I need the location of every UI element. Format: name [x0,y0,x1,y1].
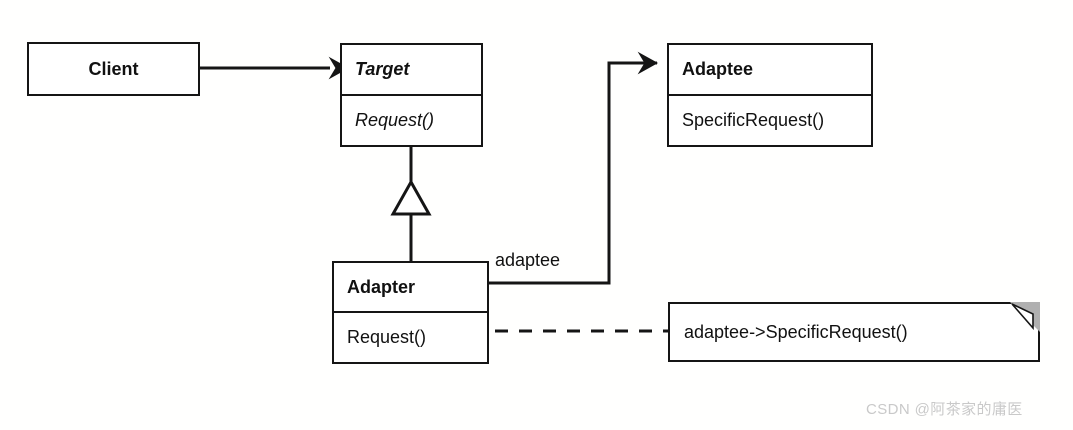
edge-label-adaptee: adaptee [495,250,561,270]
edge-adapter-request-to-note [457,323,668,339]
class-box-adaptee[interactable]: Adaptee SpecificRequest() [667,43,873,147]
edge-client-to-target [200,56,350,80]
class-name-label: Adapter [347,276,416,297]
class-box-adapter[interactable]: Adapter Request() [332,261,489,364]
edge-adapter-to-adaptee [489,51,659,285]
class-name-target: Target [342,45,481,94]
class-box-target[interactable]: Target Request() [340,43,483,147]
class-members-adapter: Request() [334,311,487,362]
class-member-label: SpecificRequest() [682,110,825,130]
class-name-client: Client [29,44,198,94]
class-members-adaptee: SpecificRequest() [669,94,871,145]
class-member-label: Request() [355,110,435,130]
note-text: adaptee->SpecificRequest() [684,321,908,342]
class-name-label: Adaptee [682,59,754,79]
class-members-target: Request() [342,94,481,145]
note-body: adaptee->SpecificRequest() [668,302,1040,362]
class-name-adaptee: Adaptee [669,45,871,94]
note-adaptee-call[interactable]: adaptee->SpecificRequest() [668,302,1040,362]
class-name-label: Client [88,58,139,79]
class-box-client[interactable]: Client [27,42,200,96]
class-member-label: Request() [347,327,427,347]
edge-adapter-to-target [390,147,432,261]
class-name-adapter: Adapter [334,263,487,311]
watermark-text: CSDN @阿茶家的庸医 [866,401,1023,418]
class-name-label: Target [355,59,410,79]
